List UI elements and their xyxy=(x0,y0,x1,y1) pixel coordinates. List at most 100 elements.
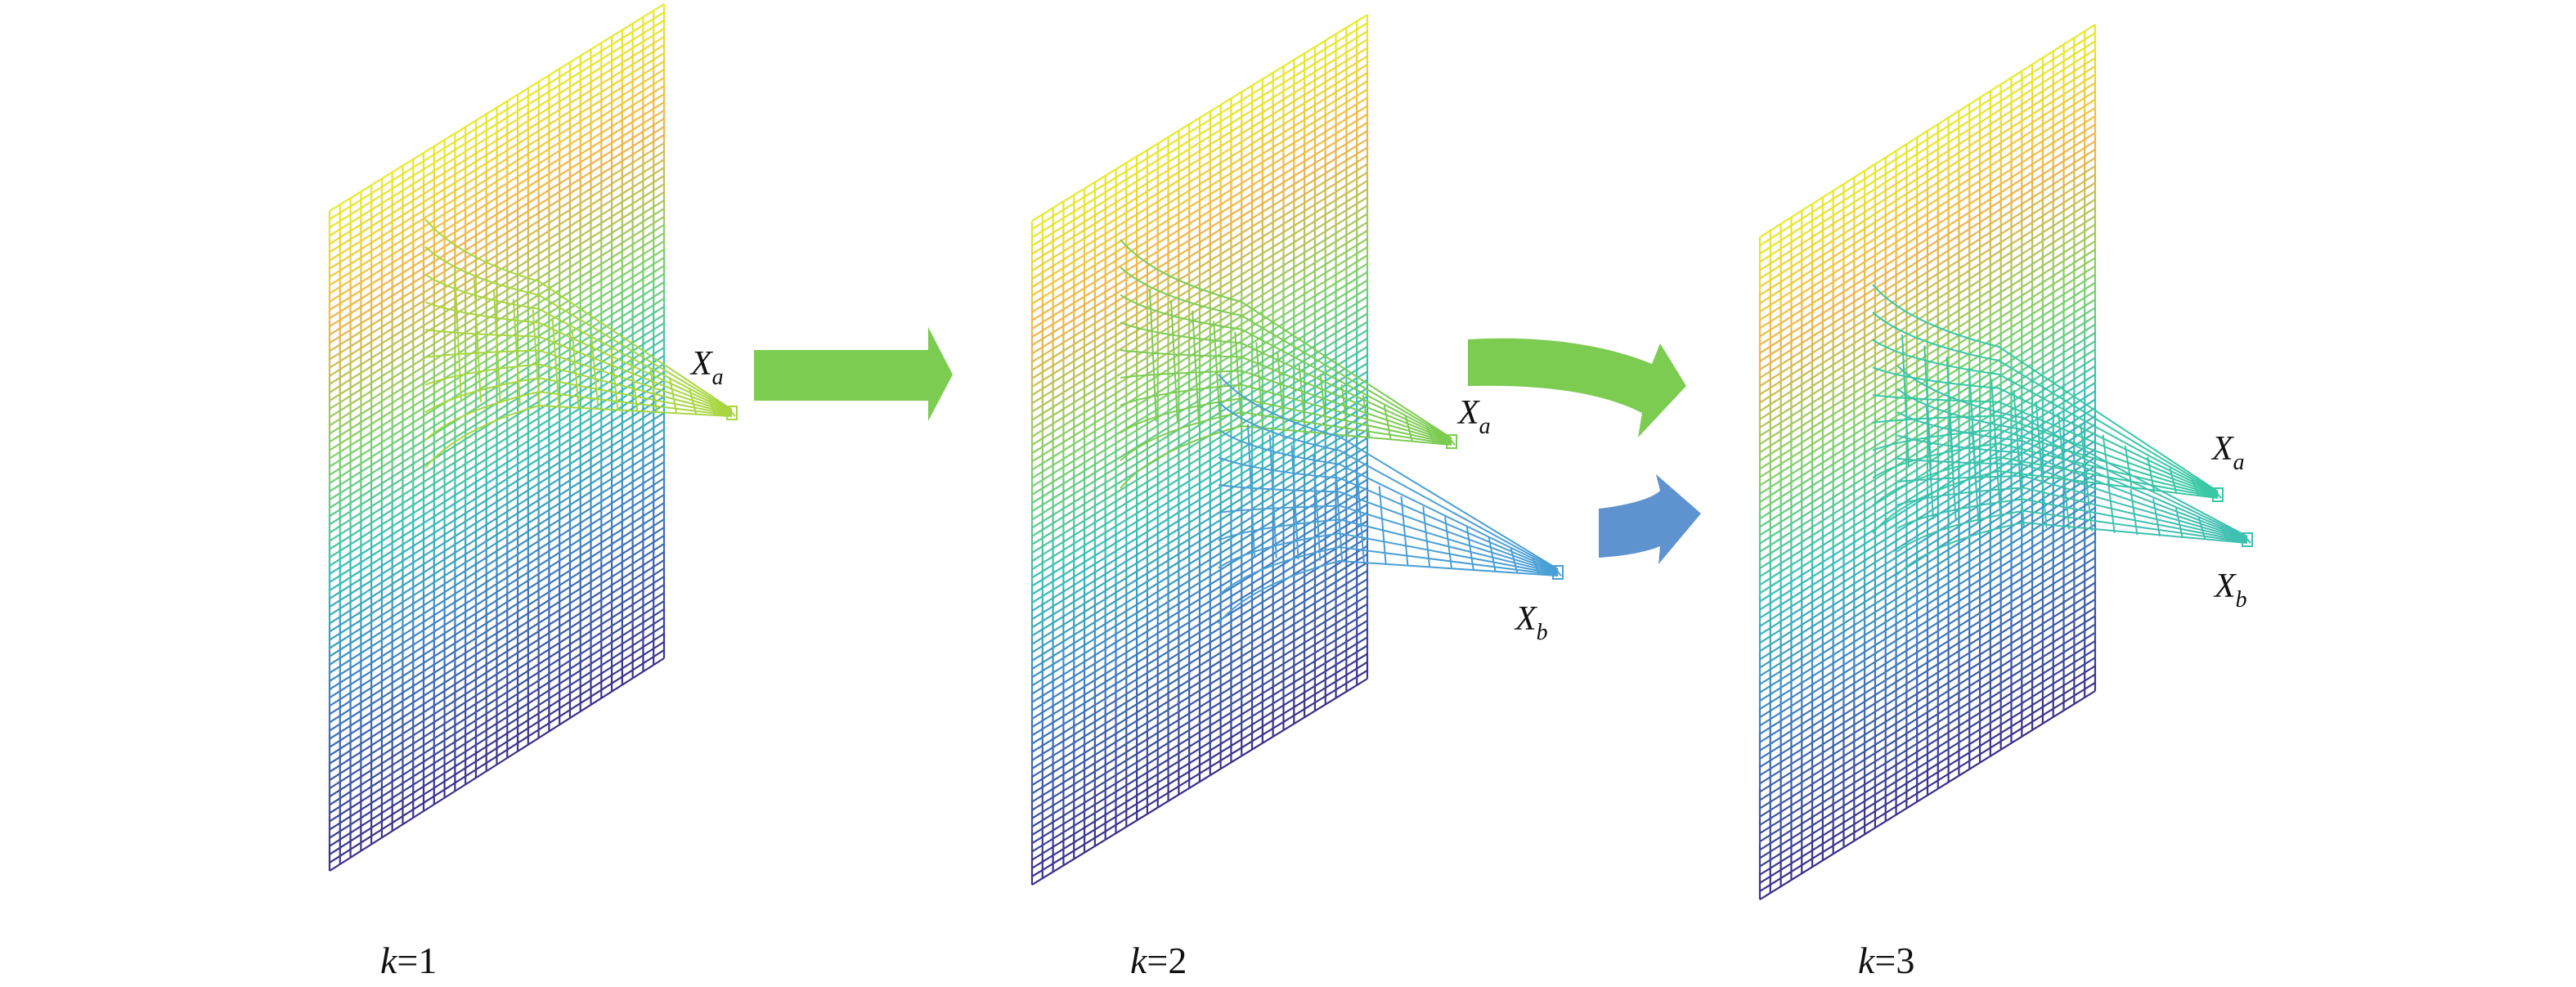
spike-line xyxy=(1120,424,1452,489)
spike-line xyxy=(1120,370,1452,443)
spike-xb-2 xyxy=(1218,374,1564,624)
spike-line xyxy=(1872,366,2219,495)
spike-line xyxy=(1896,388,2248,538)
spike-line xyxy=(1896,521,2248,576)
spike-ring xyxy=(1170,299,1179,424)
spike-line xyxy=(424,363,733,415)
spike-line xyxy=(424,377,733,416)
label-xa-2: Xa xyxy=(1456,394,1491,439)
spike-line xyxy=(1218,374,1559,570)
spike-line xyxy=(424,273,733,412)
spike-ring xyxy=(610,348,619,411)
spike-line xyxy=(1218,518,1559,575)
spike-line xyxy=(424,246,733,411)
mesh-plane-2 xyxy=(1030,14,1369,886)
spike-line xyxy=(1120,384,1452,444)
spike-line xyxy=(1218,484,1559,573)
spike-line xyxy=(1872,456,2219,506)
spike-ring xyxy=(1213,321,1222,427)
spike-line xyxy=(1218,546,1559,596)
spike-tip xyxy=(2212,487,2224,502)
spike-ring xyxy=(630,358,639,411)
spike-tip xyxy=(1446,434,1457,449)
spike-xa-2 xyxy=(1120,239,1457,489)
mesh-plane-1 xyxy=(328,3,666,872)
spike-line xyxy=(1120,239,1452,439)
caption-k2: k=2 xyxy=(1130,940,1187,981)
spike-line xyxy=(1896,411,2248,539)
spike-ring xyxy=(1149,289,1157,422)
spike-ring xyxy=(1926,406,1934,520)
spike-line xyxy=(1218,456,1559,572)
spike-line xyxy=(1120,349,1452,442)
label-xa-1: Xa xyxy=(689,345,724,390)
spike-ring xyxy=(532,308,541,406)
spike-ring xyxy=(492,289,501,404)
spike-ring xyxy=(1335,465,1344,563)
spike-line xyxy=(1896,487,2248,542)
spike-line xyxy=(1120,397,1452,445)
label-xb-3: Xb xyxy=(2213,568,2247,612)
spike-line xyxy=(1896,434,2248,540)
panel-k3: Xa Xb k=3 xyxy=(1758,24,2253,981)
spike-line xyxy=(1896,498,2248,543)
spike-xa-1 xyxy=(424,218,738,469)
spike-line xyxy=(424,329,733,414)
spike-ring xyxy=(649,368,658,413)
spike-line xyxy=(1896,457,2248,541)
spike-ring xyxy=(1901,334,1910,467)
panel-k2: Xa Xb k=2 xyxy=(1030,14,1564,981)
spike-ring xyxy=(1268,434,1277,559)
label-xa-3: Xa xyxy=(2210,430,2245,475)
green-arrow-1 xyxy=(754,327,953,421)
spike-line xyxy=(1896,365,2248,537)
spike-ring xyxy=(590,339,599,410)
spike-line xyxy=(1120,267,1452,440)
spike-line xyxy=(1872,428,2219,497)
spike-tip xyxy=(726,406,738,420)
spike-ring xyxy=(1400,496,1409,567)
spike-ring xyxy=(571,329,580,408)
spike-ring xyxy=(1465,527,1474,571)
spike-ring xyxy=(1994,434,2003,525)
spike-line xyxy=(1872,339,2219,494)
spike-line xyxy=(1872,284,2219,492)
spike-ring xyxy=(1422,506,1431,568)
spike-ring xyxy=(551,318,560,407)
spike-ring xyxy=(2062,461,2071,530)
caption-k3: k=3 xyxy=(1858,940,1914,981)
spike-ring xyxy=(2085,470,2093,532)
spike-xb-3 xyxy=(1896,365,2253,576)
spike-line xyxy=(1120,321,1452,442)
spike-line xyxy=(1872,394,2219,496)
spike-ring xyxy=(1247,424,1255,557)
spike-ring xyxy=(473,279,482,403)
mesh-plane-3 xyxy=(1758,24,2097,900)
spike-ring xyxy=(1378,486,1387,565)
blue-arrow xyxy=(1599,474,1701,564)
spike-line xyxy=(424,404,733,469)
spike-line xyxy=(1872,442,2219,498)
spike-ring xyxy=(2039,452,2048,528)
spike-line xyxy=(1872,415,2219,496)
spike-ring xyxy=(2016,443,2025,527)
spike-ring xyxy=(1948,415,1957,522)
spike-line xyxy=(1218,505,1559,574)
spike-line xyxy=(1120,294,1452,441)
spike-line xyxy=(1896,475,2248,541)
spike-ring xyxy=(454,269,462,402)
spike-line xyxy=(1218,559,1559,624)
panel-k1: Xa k=1 xyxy=(328,3,738,981)
spike-line xyxy=(424,218,733,411)
spike-tip xyxy=(2242,532,2253,547)
caption-k1: k=1 xyxy=(380,940,437,981)
spike-line xyxy=(424,391,733,441)
spike-line xyxy=(1872,469,2219,534)
spike-ring xyxy=(1356,475,1365,564)
label-xb-2: Xb xyxy=(1514,600,1548,645)
spike-line xyxy=(1896,509,2248,553)
spike-line xyxy=(424,349,733,415)
spike-line xyxy=(1120,411,1452,461)
spike-line xyxy=(1218,532,1559,576)
